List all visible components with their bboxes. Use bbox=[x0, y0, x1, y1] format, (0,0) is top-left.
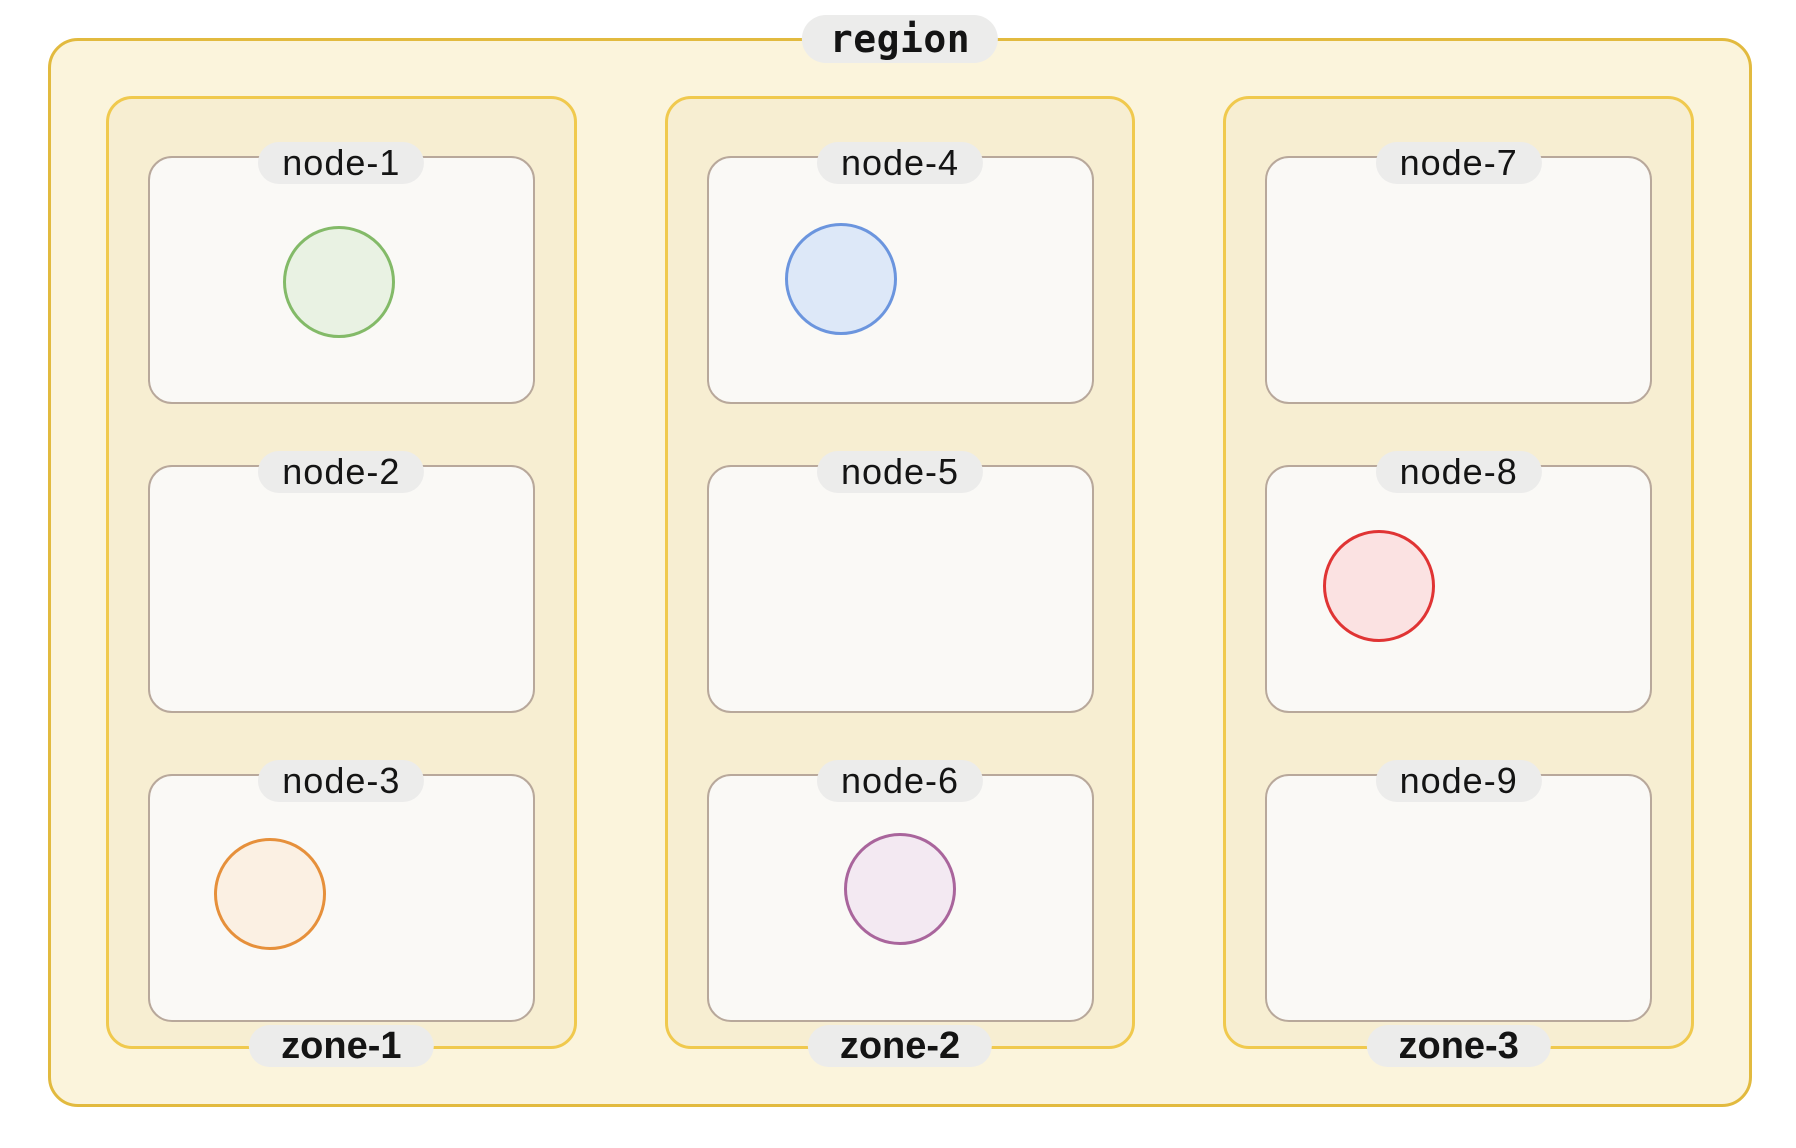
node-label: node-3 bbox=[258, 760, 425, 802]
zones-row: node-1 node-2 node-3 zone-1 node-4 bbox=[106, 96, 1695, 1067]
node-label: node-9 bbox=[1375, 760, 1542, 802]
node-label: node-4 bbox=[816, 142, 984, 184]
purple-pod-circle bbox=[844, 833, 956, 946]
node-card-8: node-8 bbox=[1265, 451, 1653, 713]
blue-pod-circle bbox=[784, 222, 897, 335]
node-card-1: node-1 bbox=[147, 142, 535, 404]
node-card-6: node-6 bbox=[706, 760, 1094, 1022]
node-card-7: node-7 bbox=[1265, 142, 1653, 404]
green-pod-circle bbox=[283, 226, 396, 339]
node-label: node-8 bbox=[1375, 451, 1542, 493]
node-card-5: node-5 bbox=[706, 451, 1094, 713]
node-label: node-5 bbox=[816, 451, 984, 493]
node-label: node-1 bbox=[258, 142, 425, 184]
node-card-4: node-4 bbox=[706, 142, 1094, 404]
node-label: node-7 bbox=[1375, 142, 1542, 184]
node-card-9: node-9 bbox=[1265, 760, 1653, 1022]
node-card-2: node-2 bbox=[147, 451, 535, 713]
zone-group-1: node-1 node-2 node-3 zone-1 bbox=[106, 96, 577, 1067]
zone-label: zone-1 bbox=[249, 1025, 434, 1067]
region-label: region bbox=[801, 15, 999, 63]
node-card-3: node-3 bbox=[147, 760, 535, 1022]
region-group: region node-1 node-2 node-3 zone-1 bbox=[48, 15, 1752, 1107]
zone-group-3: node-7 node-8 node-9 zone-3 bbox=[1223, 96, 1695, 1067]
red-pod-circle bbox=[1323, 530, 1435, 643]
node-label: node-2 bbox=[258, 451, 425, 493]
zone-label: zone-3 bbox=[1366, 1025, 1551, 1067]
node-label: node-6 bbox=[816, 760, 984, 802]
zone-label: zone-2 bbox=[807, 1025, 993, 1067]
zone-group-2: node-4 node-5 node-6 zone-2 bbox=[664, 96, 1136, 1067]
orange-pod-circle bbox=[214, 838, 327, 951]
